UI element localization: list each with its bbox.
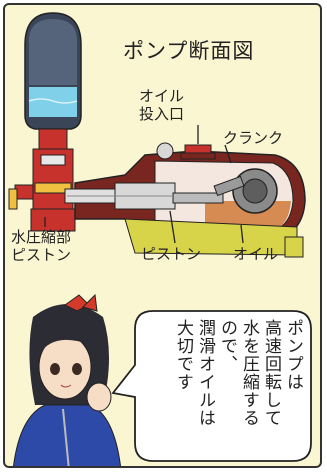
label-water-piston-line1: 水圧縮部 bbox=[11, 228, 72, 246]
diagram-title: ポンプ断面図 bbox=[123, 39, 255, 63]
water-in-tank bbox=[29, 87, 77, 117]
speech-bubble-shape bbox=[111, 310, 312, 462]
piston-assembly bbox=[64, 182, 224, 210]
label-piston: ピストン bbox=[141, 245, 202, 263]
label-pointers bbox=[44, 125, 244, 244]
label-oil: オイル bbox=[233, 245, 279, 263]
raised-hand bbox=[86, 382, 112, 412]
label-oil-inlet: オイル 投入口 bbox=[139, 87, 184, 123]
speech-col-6: 大切です bbox=[173, 319, 193, 391]
speech-col-2: 高速回転して bbox=[261, 319, 281, 427]
label-water-piston: 水圧縮部 ピストン bbox=[11, 228, 71, 264]
pump-cross-section-diagram bbox=[8, 12, 312, 466]
comic-panel: ポンプ断面図 オイル 投入口 クランク 水圧縮部 ピストン ピストン オイル ポ… bbox=[3, 3, 322, 468]
label-oil-inlet-line1: オイル bbox=[139, 87, 185, 105]
oil-inlet-cap bbox=[156, 142, 216, 160]
speech-col-3: 水を圧縮する bbox=[239, 319, 259, 427]
lifting-ring bbox=[156, 142, 174, 160]
crank-wheel bbox=[213, 168, 278, 214]
speech-col-1: ポンプは bbox=[283, 319, 303, 391]
character-illustration bbox=[13, 293, 121, 466]
pressure-tank bbox=[24, 12, 82, 130]
cylinder-head bbox=[8, 128, 76, 232]
label-oil-inlet-line2: 投入口 bbox=[139, 105, 185, 123]
label-crank: クランク bbox=[223, 129, 284, 147]
speech-col-5: 潤滑オイルは bbox=[195, 319, 215, 427]
label-water-piston-line2: ピストン bbox=[11, 246, 72, 264]
speech-col-4: ので、 bbox=[217, 319, 237, 373]
